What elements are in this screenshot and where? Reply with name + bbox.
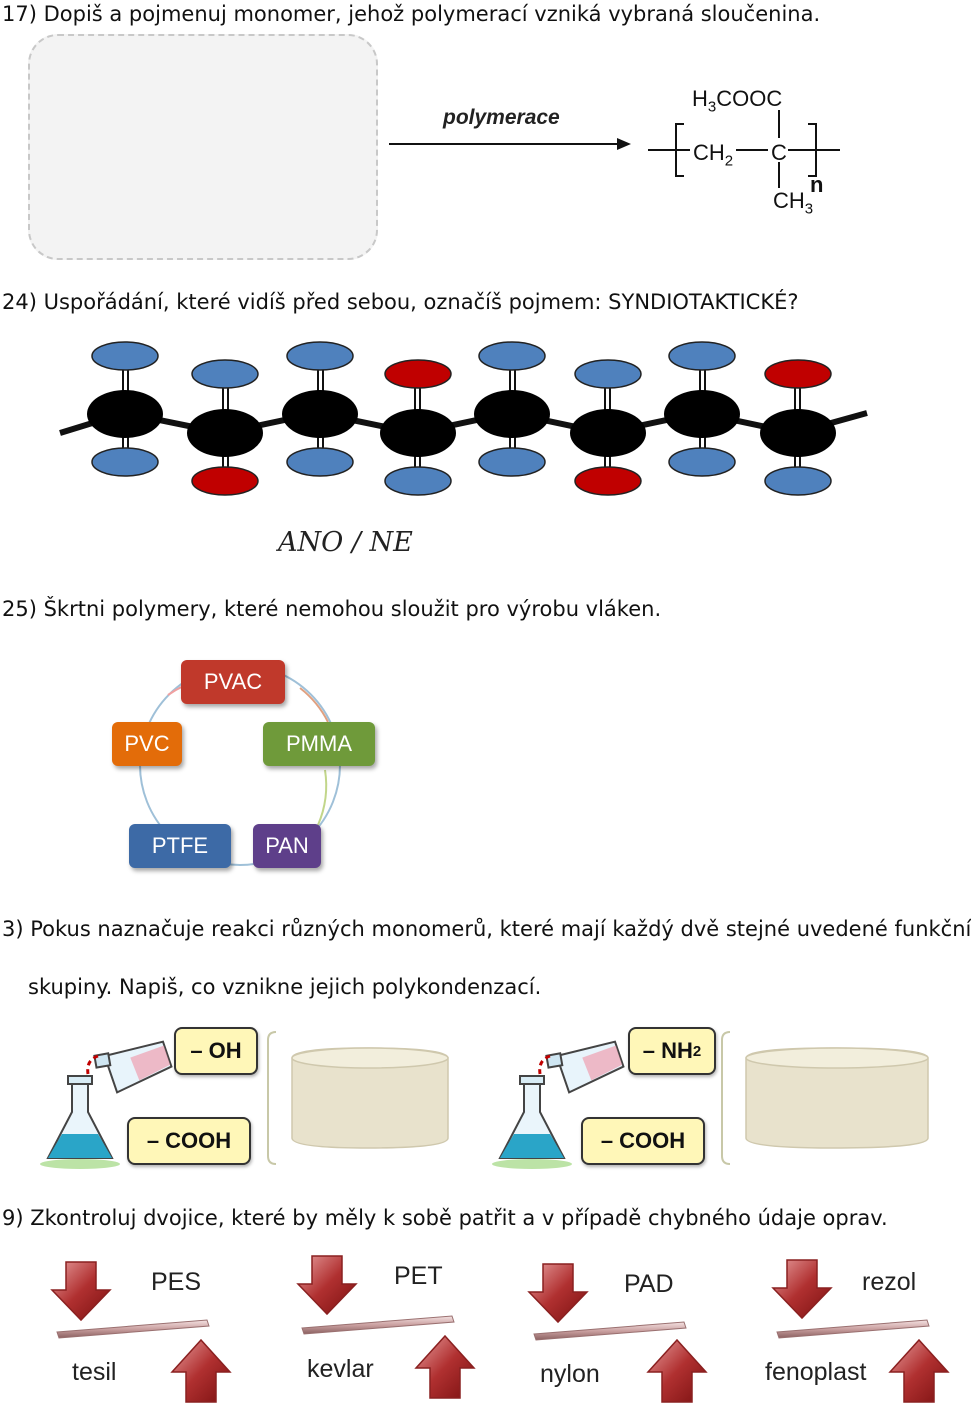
down-arrow-icon — [296, 1255, 358, 1316]
up-arrow-icon — [414, 1334, 476, 1399]
nh2-subscript: 2 — [692, 1042, 702, 1060]
divider-bar — [533, 1321, 687, 1341]
pair-3-bottom: nylon — [540, 1360, 600, 1388]
formula-top-group: H3COOC — [692, 86, 783, 116]
q9-title: 9) Zkontroluj dvojice, které by měly k s… — [2, 1206, 888, 1230]
product-answer-box-left[interactable] — [267, 1028, 483, 1168]
pair-4-top: rezol — [862, 1268, 917, 1296]
pair-4-bottom: fenoplast — [765, 1358, 867, 1386]
polymerace-label: polymerace — [443, 106, 560, 129]
functional-group-cooh-right: – COOH — [581, 1117, 705, 1165]
product-answer-box-right[interactable] — [721, 1028, 937, 1168]
reaction-arrow — [389, 138, 631, 150]
up-arrow-icon — [888, 1338, 950, 1403]
up-arrow-icon — [646, 1338, 708, 1403]
divider-bar — [56, 1319, 210, 1339]
down-arrow-icon — [50, 1261, 112, 1322]
divider-bar — [776, 1319, 930, 1339]
polymer-chain-diagram — [59, 341, 868, 496]
formula-ch2: CH2 — [693, 140, 734, 170]
polymer-pmma[interactable]: PMMA — [263, 722, 375, 766]
monomer-answer-box[interactable] — [28, 34, 378, 260]
formula-bottom-group: CH3 — [773, 188, 814, 218]
formula-c: C — [771, 140, 787, 165]
polymer-pvac[interactable]: PVAC — [181, 660, 285, 704]
q25-title: 25) Škrtni polymery, které nemohou slouž… — [2, 597, 662, 621]
q17-title: 17) Dopiš a pojmenuj monomer, jehož poly… — [2, 2, 821, 26]
functional-group-oh: – OH — [174, 1027, 258, 1075]
polymer-ptfe[interactable]: PTFE — [129, 824, 231, 868]
pair-2-top: PET — [394, 1262, 443, 1290]
formula-n: n — [810, 172, 824, 197]
down-arrow-icon — [527, 1263, 589, 1324]
functional-group-cooh-left: – COOH — [127, 1117, 251, 1165]
polymer-pan[interactable]: PAN — [253, 824, 321, 868]
q3-title-line1: 3) Pokus naznačuje reakci různých monome… — [2, 917, 971, 941]
divider-bar — [301, 1315, 455, 1335]
down-arrow-icon — [771, 1259, 833, 1320]
pair-3-top: PAD — [624, 1270, 674, 1298]
pair-1-top: PES — [151, 1268, 202, 1296]
polymer-pvc[interactable]: PVC — [112, 722, 182, 766]
formula-bonds — [648, 110, 840, 188]
flask-icon — [492, 1040, 625, 1169]
nh2-text: – NH — [642, 1038, 693, 1063]
pair-1-bottom: tesil — [72, 1358, 117, 1386]
pair-2-bottom: kevlar — [307, 1355, 374, 1383]
flask-icon — [40, 1040, 173, 1169]
ano-ne-answer[interactable]: ANO / NE — [278, 527, 413, 558]
q3-title-line2: skupiny. Napiš, co vznikne jejich polyko… — [28, 975, 542, 999]
up-arrow-icon — [170, 1338, 232, 1403]
q24-title: 24) Uspořádání, které vidíš před sebou, … — [2, 290, 799, 314]
